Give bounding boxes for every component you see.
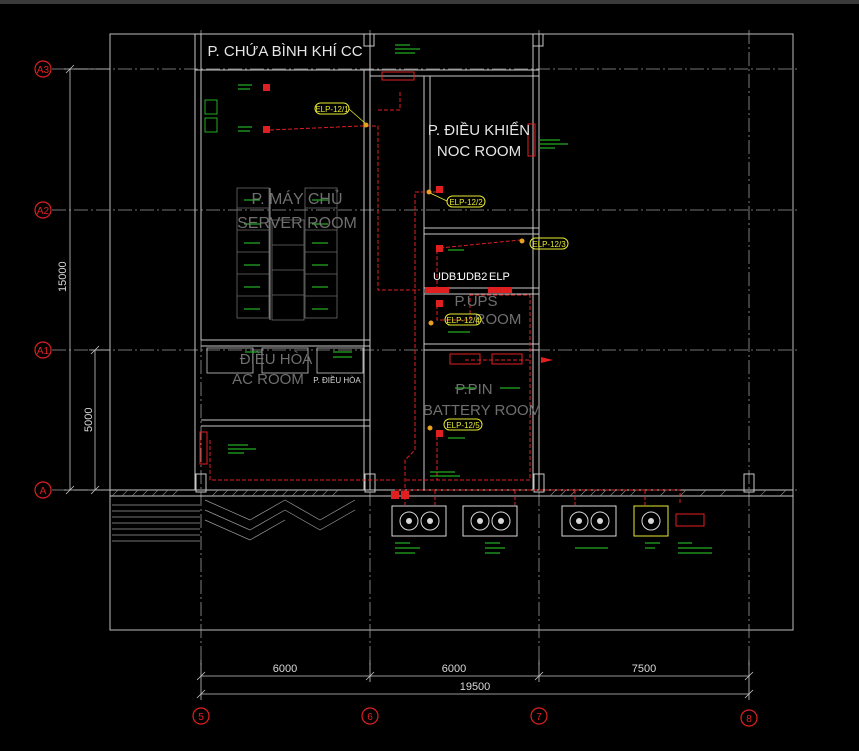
elp-tag-2-label: ELP-12/2 [449, 198, 483, 207]
panel-udb2-label: UDB2 [458, 271, 487, 283]
control-room-label-en: NOC ROOM [437, 143, 521, 160]
window-top-bar [0, 0, 859, 4]
grid-label-8: 8 [746, 714, 752, 725]
grid-bubble-6 [361, 707, 379, 725]
grid-bubble-8 [740, 709, 758, 727]
grid-bubble-5 [192, 707, 210, 725]
grid-label-6: 6 [367, 712, 373, 723]
elp-tag-5 [443, 418, 483, 431]
battery-room-label-en: BATTERY ROOM [423, 402, 541, 419]
dim-vertical-lower: 5000 [83, 408, 95, 432]
ac-room-small-label: P. ĐIỀU HÒA [313, 375, 361, 385]
server-room-label-vn: P. MÁY CHỦ [252, 189, 343, 208]
elp-tag-4 [444, 313, 482, 326]
dim-span-2: 6000 [442, 663, 466, 675]
server-racks [236, 187, 338, 321]
walls [110, 33, 793, 497]
pipe-routing [209, 92, 681, 505]
elp-tag-1-label: ELP-12/1 [315, 105, 349, 114]
entrance-stairs [112, 499, 356, 542]
dim-total: 19500 [460, 681, 491, 693]
red-devices [263, 84, 512, 499]
drawing-frame [109, 33, 794, 631]
dim-span-3: 7500 [632, 663, 656, 675]
grid-label-7: 7 [536, 712, 542, 723]
control-room-label-vn: P. ĐIỀU KHIỂN [428, 121, 530, 139]
grid-bubble-7 [530, 707, 548, 725]
indoor-units [199, 71, 553, 465]
ups-room-label-en: ROOM [475, 311, 522, 328]
wall-hatch [111, 489, 787, 497]
elp-tag-1 [314, 102, 350, 115]
grid-bubbles: A3 A2 A1 A 5 6 7 8 [34, 60, 758, 727]
elp-tags: ELP-12/1 ELP-12/2 ELP-12/3 ELP-12/4 ELP-… [314, 102, 569, 431]
panel-udb1-label: UDB1 [433, 271, 462, 283]
horizontal-dimension-lines [196, 660, 754, 700]
grid-label-5: 5 [198, 712, 204, 723]
grid-bubble-a3 [34, 60, 52, 78]
grid-bubble-a [34, 481, 52, 499]
dim-vertical-total: 15000 [57, 261, 69, 292]
grid-bubble-a2 [34, 201, 52, 219]
panel-elp-label: ELP [489, 271, 510, 283]
outdoor-units [391, 505, 705, 537]
elp-tag-4-label: ELP-12/4 [446, 316, 480, 325]
server-room-label-en: SERVER ROOM [237, 215, 357, 232]
elp-tag-3-label: ELP-12/3 [532, 240, 566, 249]
grid-label-a1: A1 [37, 346, 50, 357]
grid-label-a3: A3 [37, 65, 50, 76]
vertical-dimension-lines [64, 64, 110, 495]
grid-bubble-a1 [34, 341, 52, 359]
ac-room-label-en: AC ROOM [232, 371, 304, 388]
elp-tag-2 [446, 195, 486, 208]
server-room-devices [204, 99, 218, 133]
ups-room-label-vn: P.UPS [454, 293, 497, 310]
grid-label-a: A [40, 486, 47, 497]
ac-room-label-vn: ĐIỀU HÒA [240, 351, 313, 368]
battery-room-label-vn: P.PIN [455, 381, 492, 398]
ac-units [206, 347, 364, 374]
gas-room-label: P. CHỨA BÌNH KHÍ CC [207, 43, 362, 60]
grid-label-a2: A2 [37, 206, 50, 217]
elp-tag-5-label: ELP-12/5 [446, 421, 480, 430]
equipment-annotations [228, 44, 712, 554]
elp-tag-3 [529, 237, 569, 250]
structural-columns [195, 33, 755, 493]
dim-span-1: 6000 [273, 663, 297, 675]
grid-lines [52, 30, 800, 665]
